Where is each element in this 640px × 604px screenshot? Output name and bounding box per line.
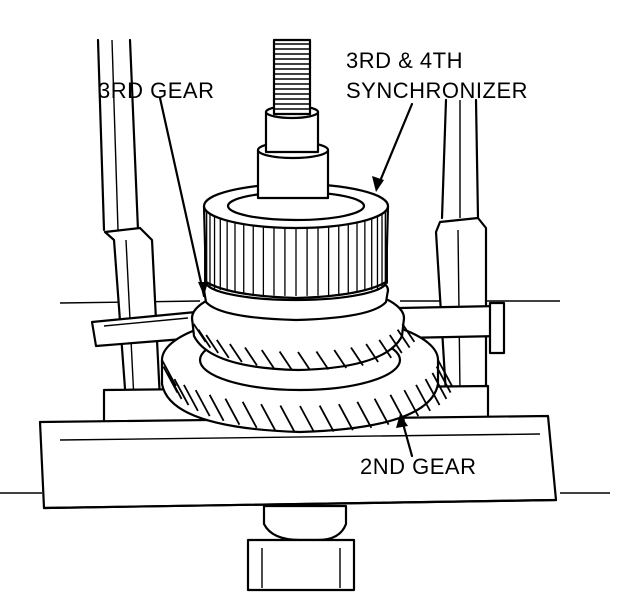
linework-stroke [424,378,441,406]
shaft-threads [274,43,310,110]
linework-stroke [318,405,335,432]
left-bracket [90,310,198,348]
synchronizer-label-line2: SYNCHRONIZER [346,78,528,103]
left-press-post [96,38,162,404]
linework-stroke [403,389,420,417]
linework-stroke [244,346,258,366]
lower-shaft [246,504,356,592]
second-gear-label: 2ND GEAR [360,454,476,479]
synchronizer-splines [204,208,388,296]
linework-stroke [161,359,177,387]
linework-stroke [229,343,243,363]
linework-stroke [299,405,315,433]
leader-lines [158,96,414,458]
linework-stroke [333,349,348,369]
linework-stroke [260,403,276,431]
linework-stroke [279,405,296,432]
linework-stroke [183,384,199,412]
third-gear-label: 3RD GEAR [98,78,214,103]
linework-stroke [350,346,364,366]
linework-stroke [224,398,241,426]
linework-stroke [194,389,211,417]
linework-stroke [389,334,403,354]
linework-stroke [216,339,230,359]
linework-stroke [173,378,190,406]
linework-stroke [356,401,373,429]
linework-stroke [205,334,219,354]
linework-stroke [278,350,293,370]
linework-stroke [338,403,354,431]
right-press-post [434,98,488,396]
third-gear-teeth [192,323,416,371]
synchronizer-sleeve [202,182,390,300]
linework-stroke [373,398,390,426]
linework-stroke [241,401,258,429]
second-gear-teeth [161,359,453,433]
linework-stroke [389,394,406,422]
linework-stroke [378,339,392,359]
linework-stroke [437,359,453,387]
linework-stroke [260,349,275,369]
linework-stroke [208,394,225,422]
linework-stroke [297,351,311,371]
linework-stroke [197,329,212,349]
main-shaft [256,38,330,200]
linework-stroke [401,323,416,343]
linework-stroke [315,350,330,370]
synchronizer-label-line1: 3RD & 4TH [346,48,463,73]
linework-stroke [435,366,452,393]
linework-stroke [431,372,448,400]
linework-stroke [415,384,431,412]
linework-stroke [396,329,411,349]
linework-stroke [365,343,379,363]
linework-stroke [166,372,183,400]
